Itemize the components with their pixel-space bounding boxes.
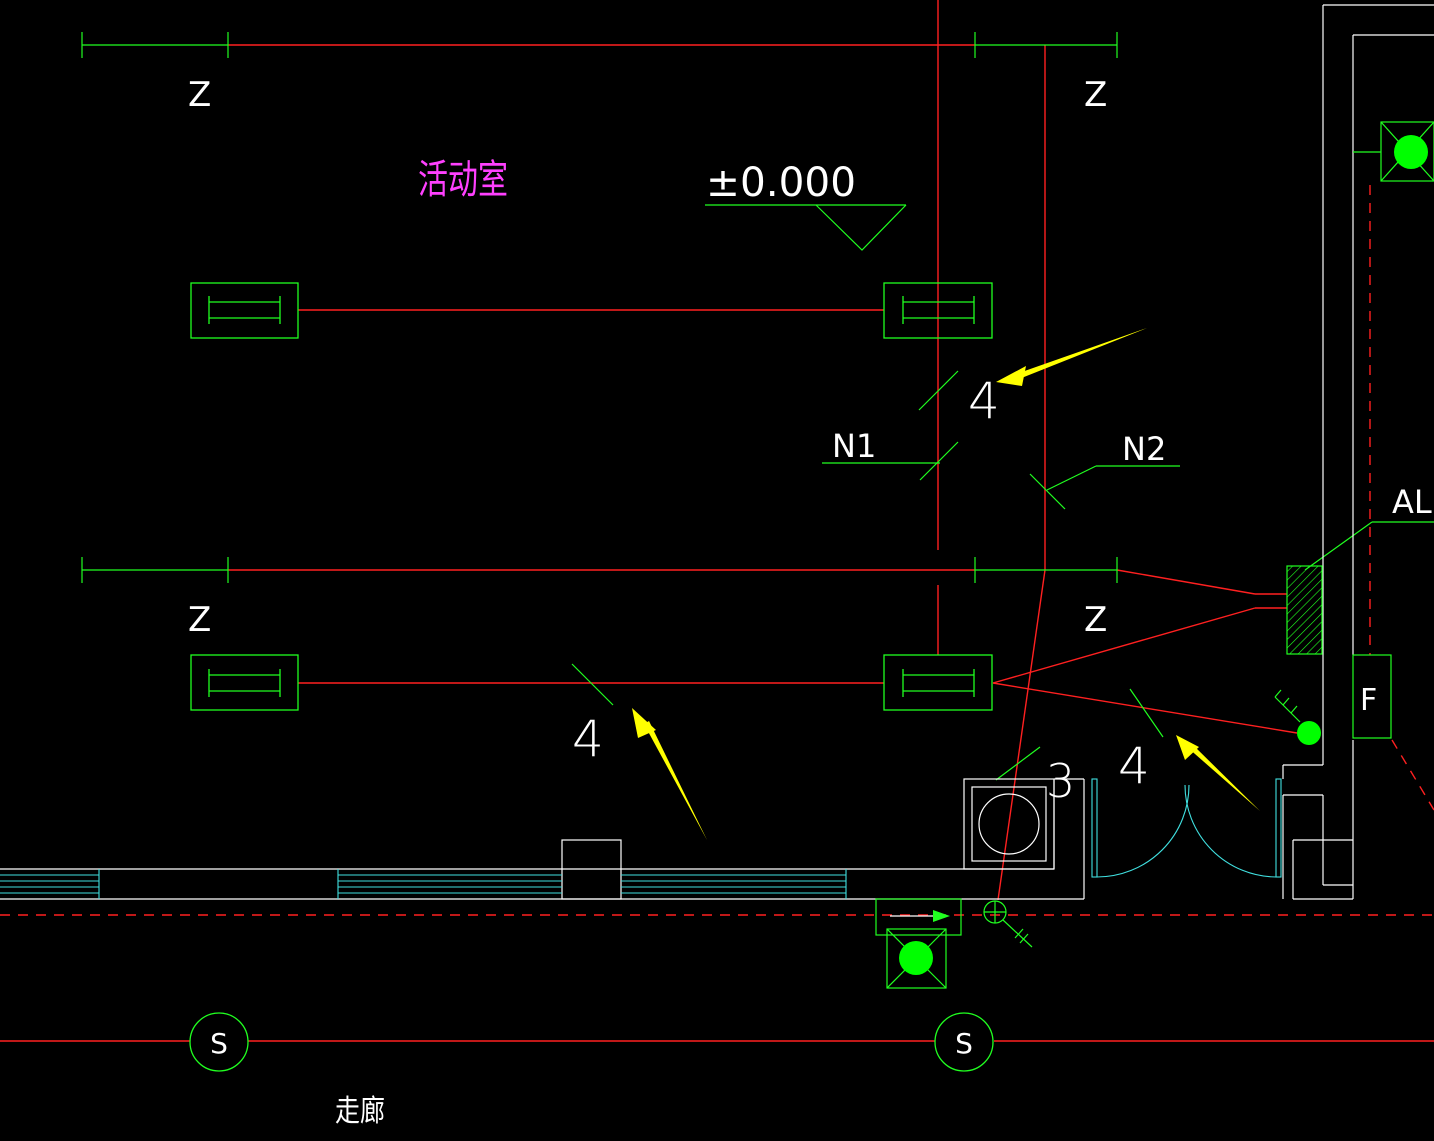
z-mark-mid-right: Z [1084,600,1107,640]
light-fixture-top-right [883,282,993,339]
wire-count-right: 4 [1118,737,1150,795]
elevation-marker [705,204,907,251]
socket-symbol [983,900,1033,948]
annotation-arrows [632,328,1260,840]
wall-layer [0,4,1434,900]
socket-s-right-label: S [955,1027,973,1060]
z-mark-mid-left: Z [188,600,211,640]
z-mark-top-left: Z [188,75,211,115]
dimension-layer [81,32,1118,583]
socket-s-left [189,1012,249,1072]
room-name-activity: 活动室 [418,157,508,203]
wire-count-top: 4 [968,372,1000,430]
window-layer [0,869,847,899]
circuit-label-n1: N1 [832,427,876,465]
z-mark-top-right: Z [1084,75,1107,115]
arrow-left-icon [632,708,656,738]
double-door [1091,778,1282,878]
wiring-layer [0,0,1434,1042]
distribution-panel-al [1286,565,1323,655]
corridor-dot-icon [899,941,933,975]
arrow-right-icon [933,910,950,922]
elevation-label: ±0.000 [706,160,856,206]
arrow-top-icon [996,366,1026,386]
switch-symbol [1274,689,1301,723]
room-name-corridor: 走廊 [335,1094,385,1129]
wire-tick-marks [571,370,1434,781]
circuit-label-n2: N2 [1122,430,1166,468]
wire-count-left: 4 [572,710,604,768]
light-fixture-bottom-left [190,654,299,711]
fire-box [1352,654,1392,739]
switch-dot-icon [1297,721,1321,745]
exhaust-fan [963,778,1055,870]
column-block [561,839,622,900]
panel-label-al: AL [1392,483,1432,521]
light-fixture-top-left [190,282,299,339]
top-right-dot-icon [1394,135,1428,169]
light-fixture-bottom-right [883,654,993,711]
fire-box-label: F [1360,683,1377,718]
wire-count-three: 3 [1046,754,1075,808]
socket-s-right [934,1012,994,1072]
socket-s-left-label: S [210,1027,228,1060]
arrow-right-icon [1176,735,1199,760]
